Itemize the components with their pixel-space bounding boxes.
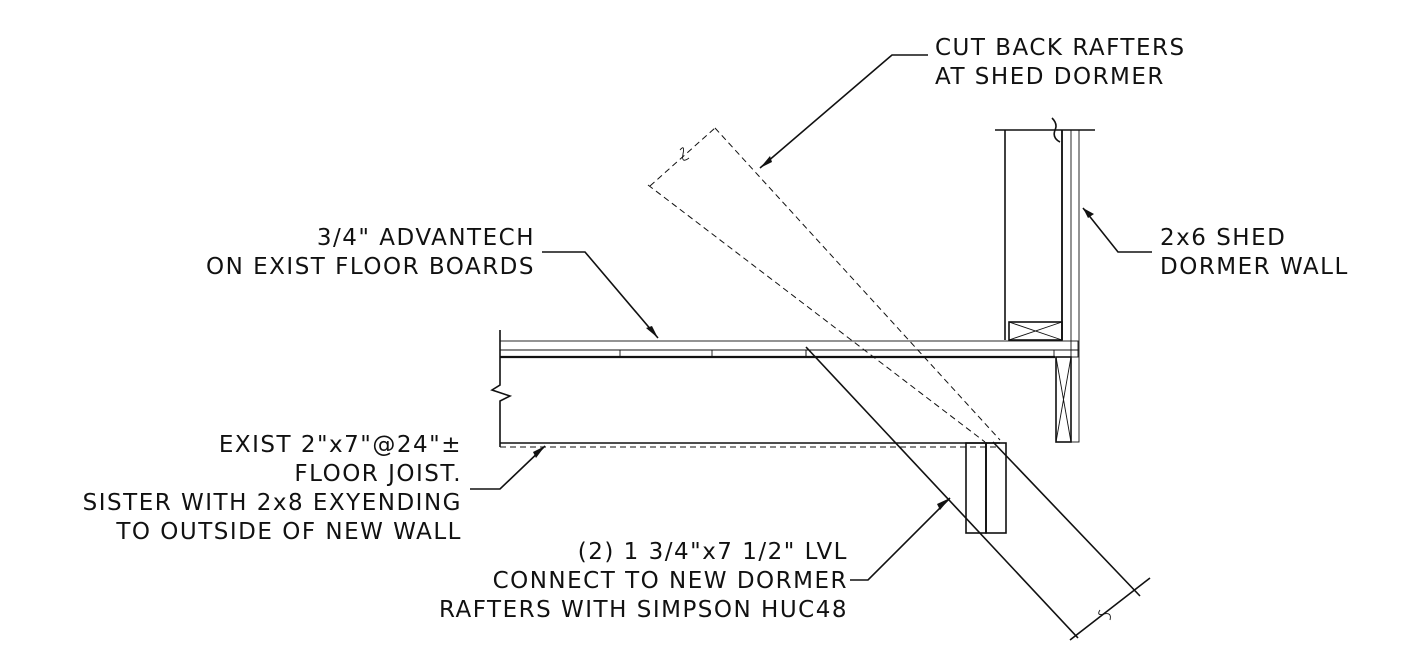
note-rafters-line2: AT SHED DORMER	[935, 64, 1165, 90]
break-line-left	[490, 330, 513, 447]
note-advantech-line1: 3/4" ADVANTECH	[317, 225, 535, 251]
note-lvl-line3: RAFTERS WITH SIMPSON HUC48	[439, 597, 848, 623]
note-joist-line1: EXIST 2"x7"@24"±	[219, 432, 462, 458]
note-joist-line4: TO OUTSIDE OF NEW WALL	[115, 519, 462, 545]
note-advantech-line2: ON EXIST FLOOR BOARDS	[206, 254, 535, 280]
note-rafters-line1: CUT BACK RAFTERS	[935, 35, 1186, 61]
wall-sheathing	[1070, 129, 1080, 443]
note-lvl-line1: (2) 1 3/4"x7 1/2" LVL	[578, 539, 848, 565]
note-wall-line2: DORMER WALL	[1160, 254, 1349, 280]
note-wall-line1: 2x6 SHED	[1160, 225, 1286, 251]
floor-assembly	[490, 330, 1079, 448]
note-joist-line2: FLOOR JOIST.	[294, 461, 462, 487]
note-joist-line3: SISTER WITH 2x8 EXYENDING	[83, 490, 462, 516]
rafters	[647, 127, 1151, 641]
lvl-header	[965, 442, 1007, 534]
annotations: CUT BACK RAFTERS AT SHED DORMER 3/4" ADV…	[83, 35, 1349, 623]
note-lvl-line2: CONNECT TO NEW DORMER	[493, 568, 848, 594]
floor-joist	[500, 355, 1055, 448]
leader-lines	[470, 54, 1152, 581]
advantech-sheathing	[499, 340, 1079, 351]
dormer-wall	[995, 117, 1095, 443]
